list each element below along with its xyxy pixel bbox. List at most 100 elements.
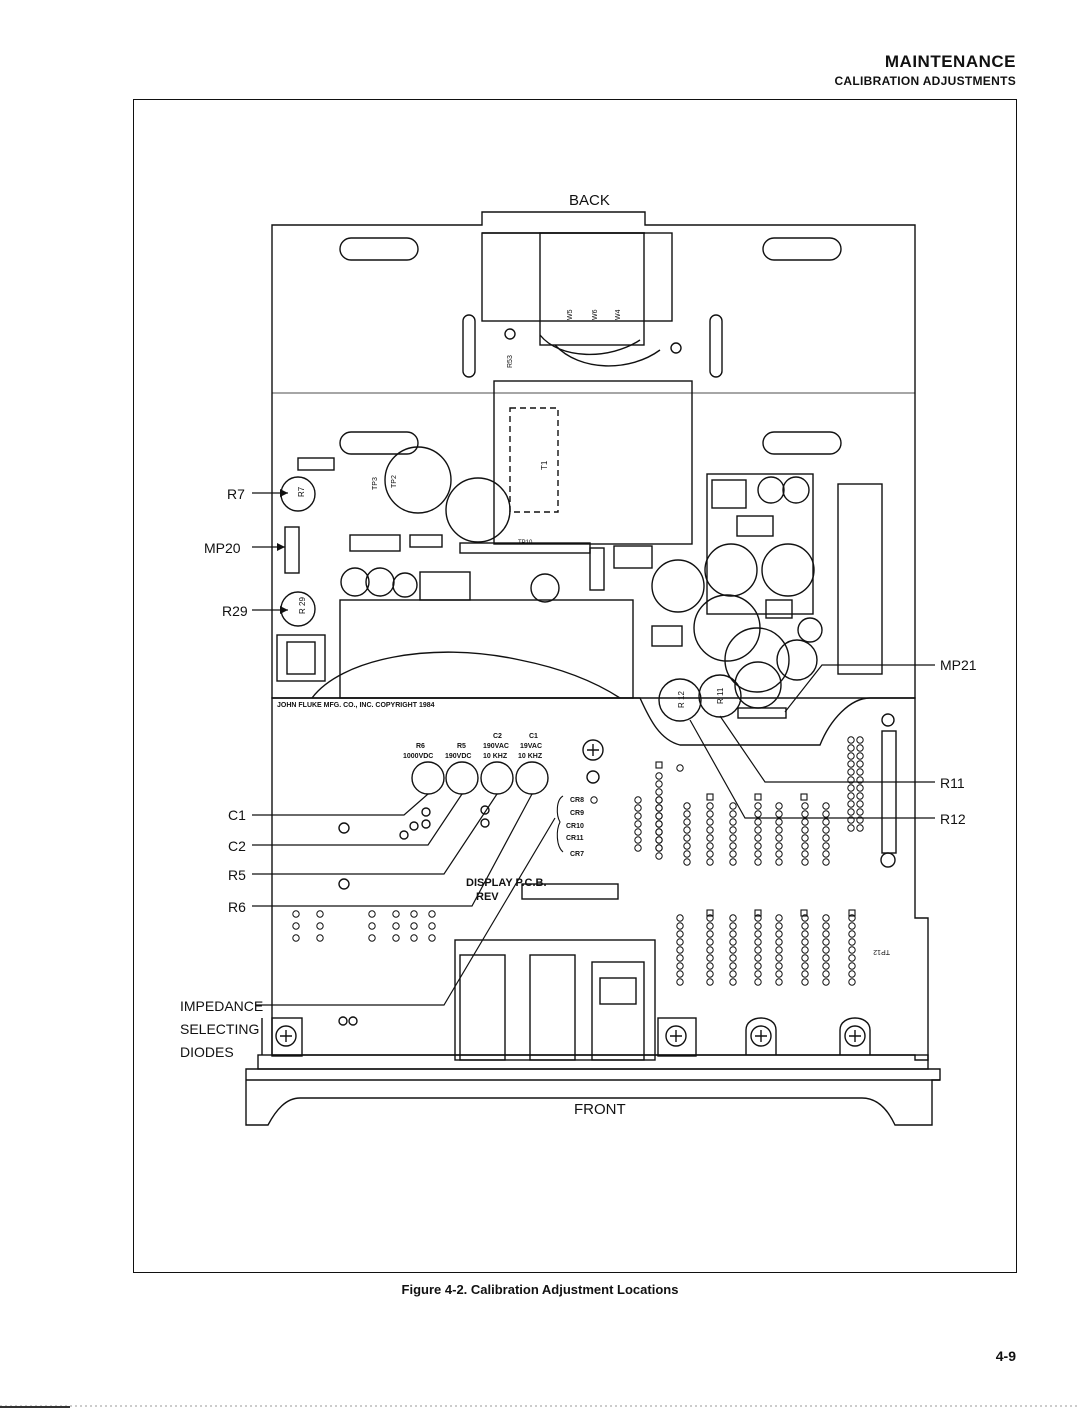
pcb-pad xyxy=(683,818,691,826)
pcb-pad xyxy=(706,914,714,922)
pcb-pad xyxy=(676,914,684,922)
pcb-pad xyxy=(801,978,809,986)
pcb-pad xyxy=(775,930,783,938)
pcb-pad xyxy=(775,954,783,962)
pcb-pad xyxy=(706,802,714,810)
pcb-pad xyxy=(634,836,642,844)
pcb-pad xyxy=(706,850,714,858)
pcb-pad xyxy=(801,946,809,954)
pcb-pad xyxy=(847,800,855,808)
trim-cap-c1 xyxy=(515,761,549,795)
pcb-pad xyxy=(822,946,830,954)
display-shield xyxy=(339,599,634,699)
diode-cr8: CR8 xyxy=(570,797,584,804)
pcb-pad xyxy=(754,826,762,834)
pcb-pad xyxy=(848,914,856,922)
pcb-pad xyxy=(847,776,855,784)
pcb-pad xyxy=(801,858,809,866)
pcb-pad xyxy=(392,922,400,930)
pcb-pad xyxy=(754,858,762,866)
trim-ref-r6: R6 xyxy=(416,743,425,750)
pcb-pad xyxy=(856,824,864,832)
mp20 xyxy=(284,526,300,574)
pcb-pad xyxy=(754,922,762,930)
pin-dots xyxy=(292,736,864,986)
pcb-pad xyxy=(729,922,737,930)
pcb-pad xyxy=(754,954,762,962)
callout-r7: R7 xyxy=(227,486,245,502)
pcb-pad xyxy=(822,818,830,826)
pcb-pad xyxy=(676,962,684,970)
pcb-pad xyxy=(634,812,642,820)
pcb-pad xyxy=(847,736,855,744)
callout-r11: R11 xyxy=(940,775,965,791)
pin-rows xyxy=(655,761,856,917)
trim-cap-r5 xyxy=(445,761,479,795)
pcb-pad xyxy=(676,978,684,986)
pcb-pad xyxy=(706,970,714,978)
mark-tp2: TP2 xyxy=(391,475,398,488)
pcb-pad xyxy=(655,844,663,852)
slot-top-left xyxy=(339,237,419,261)
trim-freq-c2: 10 KHZ xyxy=(483,753,508,760)
trim-val-r5: 190VDC xyxy=(445,753,471,760)
trim-ref-c1: C1 xyxy=(529,733,538,740)
slot-mid-left xyxy=(339,431,419,455)
callout-mp20: MP20 xyxy=(204,540,241,556)
pcb-pad xyxy=(410,910,418,918)
mark-w5: W5 xyxy=(567,309,574,320)
pcb-pad xyxy=(706,834,714,842)
pcb-pad xyxy=(848,930,856,938)
pcb-pad xyxy=(292,922,300,930)
pcb-pad xyxy=(706,954,714,962)
pcb-pad xyxy=(428,922,436,930)
pcb-pad xyxy=(847,824,855,832)
pcb-pad xyxy=(706,842,714,850)
pcb-pad xyxy=(655,852,663,860)
pcb-pad xyxy=(801,826,809,834)
pcb-pad xyxy=(801,938,809,946)
pcb-pad xyxy=(775,818,783,826)
pcb-pad xyxy=(801,954,809,962)
pcb-pad xyxy=(775,946,783,954)
pcb-pad xyxy=(729,962,737,970)
pcb-pad xyxy=(676,970,684,978)
pcb-pad xyxy=(754,842,762,850)
pcb-pad xyxy=(655,788,663,796)
pcb-pad xyxy=(822,954,830,962)
pcb-pad xyxy=(410,934,418,942)
trim-cap-c2 xyxy=(480,761,514,795)
diode-cr11: CR11 xyxy=(566,835,584,842)
pcb-pad xyxy=(706,818,714,826)
subsection-title: CALIBRATION ADJUSTMENTS xyxy=(834,74,1016,88)
pcb-pad xyxy=(754,802,762,810)
pcb-pad xyxy=(683,826,691,834)
pcb-pad xyxy=(754,914,762,922)
pcb-pad xyxy=(683,810,691,818)
pcb-pad xyxy=(706,978,714,986)
back-label: BACK xyxy=(569,192,610,209)
pcb-pad xyxy=(847,792,855,800)
right-heatsink xyxy=(837,483,883,675)
pcb-pad xyxy=(775,978,783,986)
pcb-pad xyxy=(754,970,762,978)
pcb-pad xyxy=(706,938,714,946)
pcb-pad xyxy=(822,970,830,978)
pcb-pad xyxy=(729,954,737,962)
pcb-pad xyxy=(801,962,809,970)
pcb-pad xyxy=(847,752,855,760)
pcb-pad xyxy=(706,810,714,818)
copyright-text: JOHN FLUKE MFG. CO., INC. COPYRIGHT 1984 xyxy=(277,702,435,709)
pcb-pad xyxy=(706,962,714,970)
callout-r12: R12 xyxy=(940,811,966,827)
pcb-pad xyxy=(634,820,642,828)
pcb-pad xyxy=(822,850,830,858)
trim-val-c1: 19VAC xyxy=(520,743,542,750)
pcb-pad xyxy=(822,842,830,850)
pcb-pad xyxy=(801,802,809,810)
pcb-pad xyxy=(775,810,783,818)
pcb-pad xyxy=(856,760,864,768)
pcb-pad xyxy=(634,804,642,812)
board-label-line2: REV xyxy=(476,891,499,903)
